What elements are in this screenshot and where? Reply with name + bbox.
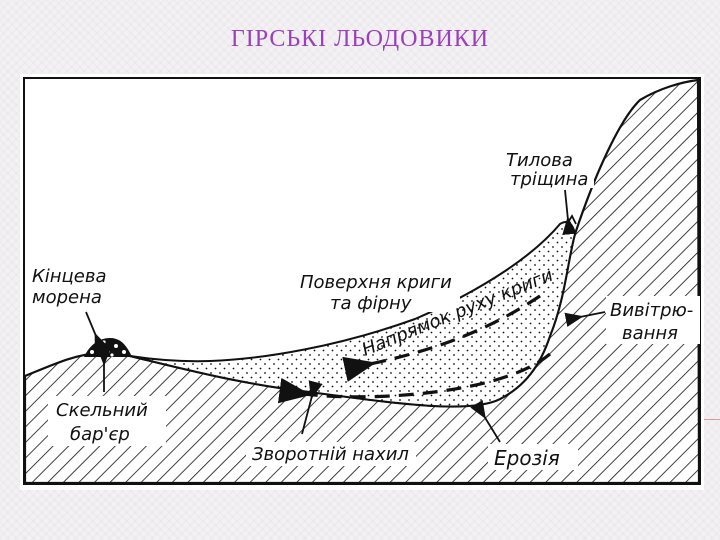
label-surface-line1: Поверхня криги — [300, 272, 452, 293]
label-rock-bar-line2: бар'єр — [70, 424, 130, 445]
glacier-diagram: Тилова тріщина Кінцева морена Поверхня к… — [20, 74, 704, 490]
leader-weathering — [564, 311, 606, 327]
label-bergschrund-line1: Тилова — [506, 150, 573, 171]
leader-erosion — [470, 399, 501, 443]
leader-reverse-slope — [301, 380, 323, 435]
label-bergschrund-line2: тріщина — [510, 169, 588, 190]
label-rock-bar-line1: Скельний — [56, 400, 148, 421]
ice-flow-arrow-lower — [277, 352, 552, 404]
label-moraine-line1: Кінцева — [32, 266, 107, 287]
label-surface-line2: та фірну — [330, 293, 412, 314]
label-erosion: Ерозія — [494, 446, 560, 470]
label-bg-moraine — [28, 264, 132, 306]
terminal-moraine — [84, 338, 132, 357]
label-bg-weathering — [606, 296, 700, 344]
label-bg-bergschrund — [502, 148, 594, 188]
label-reverse-slope: Зворотній нахил — [252, 444, 409, 465]
label-moraine-line2: морена — [32, 287, 102, 308]
label-weathering-line1: Вивітрю- — [610, 300, 693, 321]
leader-bergschrund — [562, 189, 577, 236]
label-bg-surface — [296, 270, 460, 312]
label-bg-erosion — [488, 444, 578, 470]
label-bg-reverse-slope — [246, 442, 416, 466]
decorative-line — [704, 419, 720, 420]
label-bg-rock-bar — [48, 396, 166, 446]
label-weathering-line2: вання — [622, 323, 678, 344]
leader-moraine — [85, 311, 109, 353]
slide-title: ГІРСЬКІ ЛЬОДОВИКИ — [230, 26, 490, 52]
